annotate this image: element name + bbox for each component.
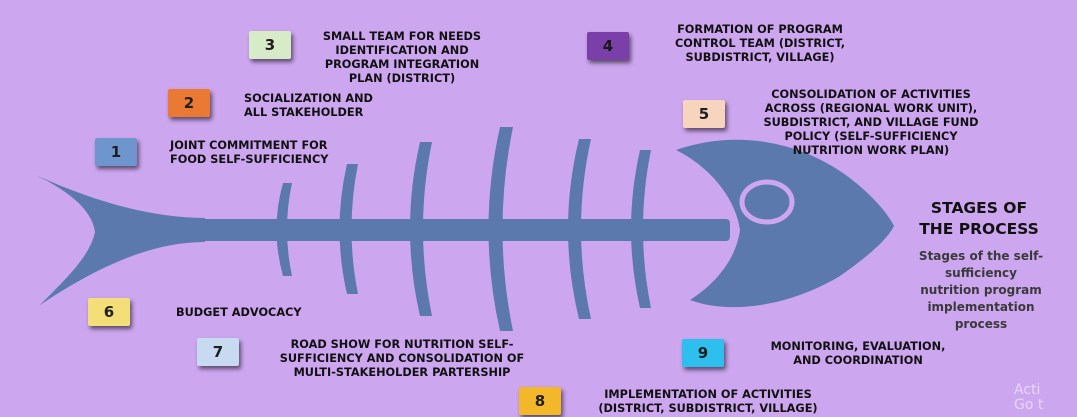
- step-7-label: ROAD SHOW FOR NUTRITION SELF- SUFFICIENC…: [268, 338, 536, 380]
- step-9-number-box: 9: [682, 339, 724, 367]
- fish-rib-6: [631, 150, 651, 308]
- watermark-line: Acti: [1014, 382, 1041, 398]
- step-6-label: BUDGET ADVOCACY: [176, 306, 302, 320]
- step-6-label-line: BUDGET ADVOCACY: [176, 306, 302, 319]
- step-6-number-box: 6: [88, 298, 130, 326]
- diagram-subtitle-line: implementation: [927, 300, 1035, 314]
- step-7-number: 7: [212, 343, 224, 361]
- step-1-label: JOINT COMMITMENT FOR FOOD SELF-SUFFICIEN…: [170, 139, 328, 167]
- fish-rib-4: [488, 127, 513, 331]
- fish-rib-2: [339, 164, 358, 294]
- step-9-label-line: MONITORING, EVALUATION,: [770, 340, 946, 353]
- fish-spine: [190, 219, 730, 241]
- step-3-label-line: IDENTIFICATION AND: [335, 44, 469, 57]
- diagram-subtitle-line: sufficiency: [945, 266, 1017, 280]
- step-1-label-line: FOOD SELF-SUFFICIENCY: [170, 153, 329, 166]
- step-7-label-line: SUFFICIENCY AND CONSOLIDATION OF: [279, 352, 525, 365]
- diagram-title: STAGES OF THE PROCESS: [896, 198, 1062, 240]
- step-9-number: 9: [697, 344, 709, 362]
- step-7-label-line: ROAD SHOW FOR NUTRITION SELF-: [290, 338, 514, 351]
- step-6-number: 6: [103, 303, 115, 321]
- step-5-label-line: CONSOLIDATION OF ACTIVITIES: [771, 88, 971, 101]
- diagram-title-line: THE PROCESS: [919, 220, 1039, 238]
- diagram-subtitle: Stages of the self- sufficiency nutritio…: [898, 248, 1064, 333]
- step-4-label-line: FORMATION OF PROGRAM: [677, 23, 843, 36]
- step-5-label-line: POLICY (SELF-SUFFICIENCY: [784, 130, 958, 143]
- step-2-label: SOCIALIZATION AND ALL STAKEHOLDER: [244, 92, 373, 120]
- step-3-number: 3: [264, 36, 276, 54]
- step-4-label: FORMATION OF PROGRAM CONTROL TEAM (DISTR…: [662, 23, 858, 65]
- diagram-subtitle-line: process: [954, 317, 1008, 331]
- step-3-number-box: 3: [249, 31, 291, 59]
- step-8-number: 8: [534, 392, 546, 410]
- step-3-label-line: PLAN (DISTRICT): [348, 72, 456, 85]
- step-4-label-line: CONTROL TEAM (DISTRICT,: [675, 37, 845, 50]
- step-8-label-line: IMPLEMENTATION OF ACTIVITIES: [604, 388, 812, 401]
- step-8-label-line: (DISTRICT, SUBDISTRICT, VILLAGE): [598, 402, 818, 415]
- step-3-label: SMALL TEAM FOR NEEDS IDENTIFICATION AND …: [322, 30, 482, 86]
- diagram-title-line: STAGES OF: [930, 199, 1028, 217]
- step-4-label-line: SUBDISTRICT, VILLAGE): [685, 51, 835, 64]
- step-5-number: 5: [698, 105, 710, 123]
- step-8-label: IMPLEMENTATION OF ACTIVITIES (DISTRICT, …: [592, 388, 824, 416]
- step-4-number-box: 4: [587, 32, 629, 60]
- activation-watermark: Acti Go t: [1014, 383, 1043, 413]
- fish-tail: [36, 175, 205, 305]
- step-3-label-line: PROGRAM INTEGRATION: [324, 58, 480, 71]
- step-3-label-line: SMALL TEAM FOR NEEDS: [322, 30, 482, 43]
- step-5-label: CONSOLIDATION OF ACTIVITIES ACROSS (REGI…: [757, 88, 985, 158]
- fish-rib-1: [276, 183, 292, 276]
- watermark-line: Go t: [1014, 397, 1044, 413]
- step-5-number-box: 5: [683, 100, 725, 128]
- step-2-number-box: 2: [168, 89, 210, 117]
- step-1-label-line: JOINT COMMITMENT FOR: [170, 139, 328, 152]
- step-5-label-line: ACROSS (REGIONAL WORK UNIT),: [764, 102, 978, 115]
- fish-rib-5: [568, 139, 591, 319]
- step-7-label-line: MULTI-STAKEHOLDER PARTERSHIP: [293, 366, 511, 379]
- step-9-label: MONITORING, EVALUATION, AND COORDINATION: [768, 340, 948, 368]
- step-8-number-box: 8: [519, 387, 561, 415]
- diagram-subtitle-line: nutrition program: [920, 283, 1042, 297]
- step-5-label-line: NUTRITION WORK PLAN): [792, 144, 950, 157]
- fish-rib-3: [410, 142, 432, 316]
- step-2-number: 2: [183, 94, 195, 112]
- step-7-number-box: 7: [197, 338, 239, 366]
- step-2-label-line: ALL STAKEHOLDER: [244, 106, 364, 119]
- step-1-number-box: 1: [95, 138, 137, 166]
- step-5-label-line: SUBDISTRICT, AND VILLAGE FUND: [763, 116, 979, 129]
- diagram-subtitle-line: Stages of the self-: [918, 249, 1044, 263]
- step-4-number: 4: [602, 37, 614, 55]
- step-9-label-line: AND COORDINATION: [793, 354, 923, 367]
- fish-eye: [739, 179, 795, 225]
- step-2-label-line: SOCIALIZATION AND: [244, 92, 373, 105]
- step-1-number: 1: [110, 143, 122, 161]
- fish-head: [676, 139, 894, 308]
